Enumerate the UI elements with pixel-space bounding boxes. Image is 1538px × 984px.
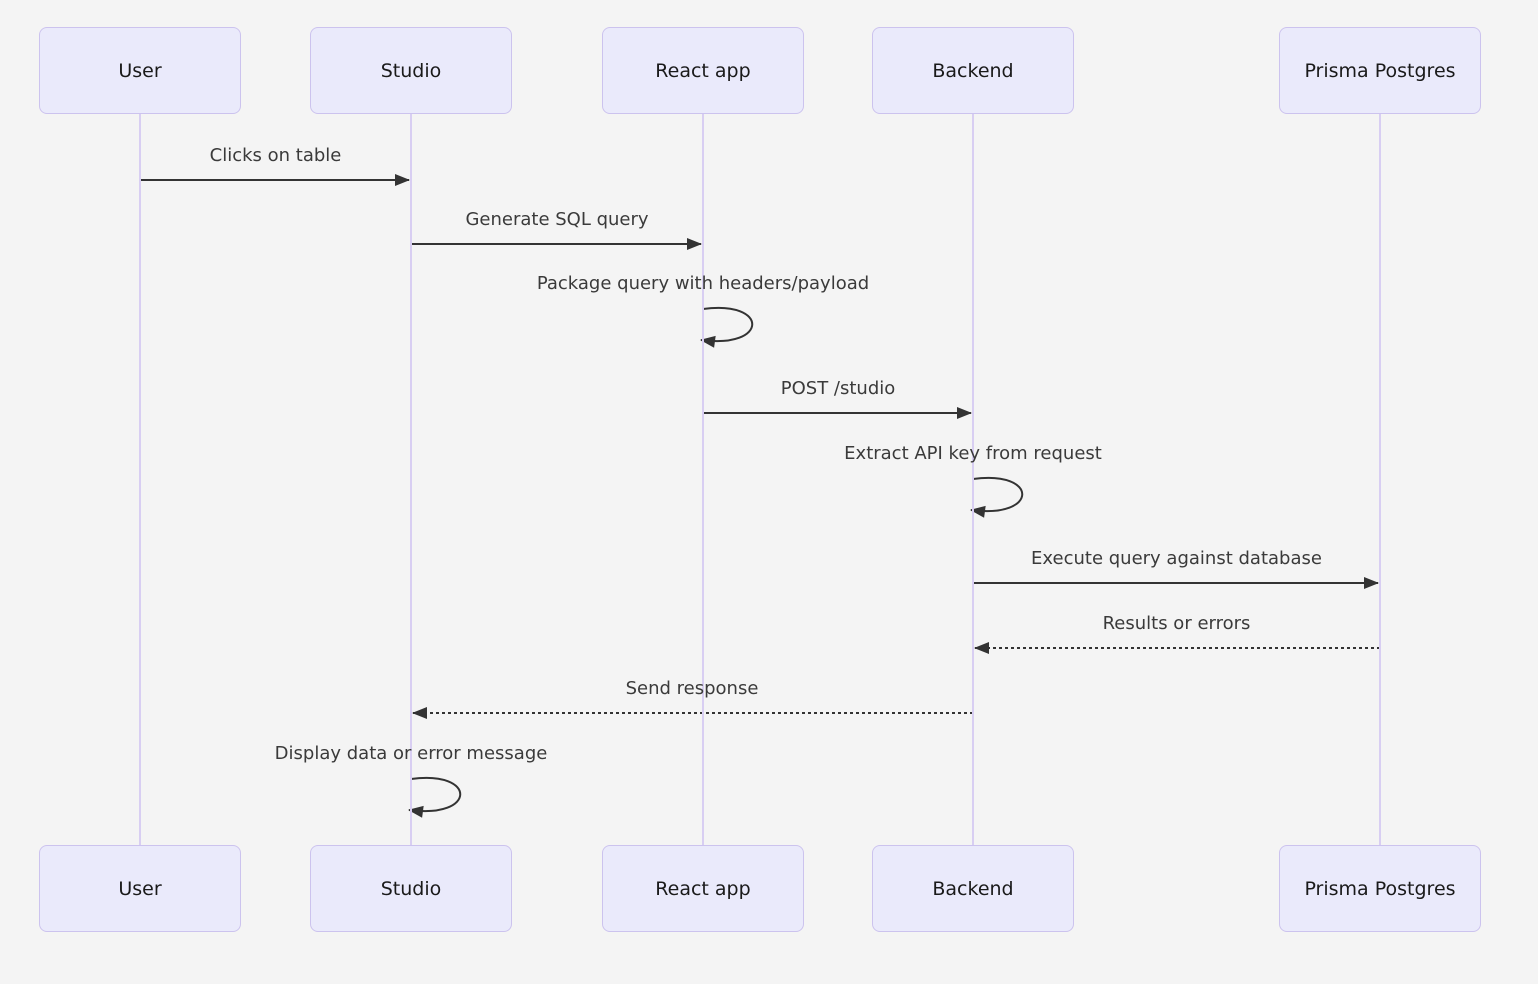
message-arrows xyxy=(140,174,1380,818)
actor-label-backend: Backend xyxy=(932,877,1014,900)
actor-label-user: User xyxy=(118,877,162,900)
actor-box-backend-bottom: Backend xyxy=(872,845,1074,932)
message-label-1: Generate SQL query xyxy=(465,209,649,230)
message-label-4: Extract API key from request xyxy=(844,443,1102,464)
actor-label-user: User xyxy=(118,59,162,82)
actor-label-studio: Studio xyxy=(380,59,442,82)
self-message-arrow-backend xyxy=(970,476,1024,518)
actor-box-prisma-postgres-top: Prisma Postgres xyxy=(1279,27,1481,114)
lifeline-user xyxy=(139,114,141,845)
actor-box-react-app-bottom: React app xyxy=(602,845,804,932)
message-label-2: Package query with headers/payload xyxy=(536,273,870,294)
actor-label-react-app: React app xyxy=(655,877,751,900)
message-label-0: Clicks on table xyxy=(209,145,342,166)
actor-label-studio: Studio xyxy=(380,877,442,900)
lifeline-backend xyxy=(972,114,974,845)
actor-box-react-app-top: React app xyxy=(602,27,804,114)
self-message-arrow-studio xyxy=(408,776,462,818)
lifeline-prisma-postgres xyxy=(1379,114,1381,845)
actor-label-react-app: React app xyxy=(655,59,751,82)
actor-box-backend-top: Backend xyxy=(872,27,1074,114)
message-label-5: Execute query against database xyxy=(1031,548,1322,569)
actor-box-prisma-postgres-bottom: Prisma Postgres xyxy=(1279,845,1481,932)
actor-box-user-top: User xyxy=(39,27,241,114)
message-label-8: Display data or error message xyxy=(274,743,548,764)
actor-box-studio-top: Studio xyxy=(310,27,512,114)
message-label-7: Send response xyxy=(625,678,759,699)
actor-box-studio-bottom: Studio xyxy=(310,845,512,932)
lifeline-react-app xyxy=(702,114,704,845)
actor-label-backend: Backend xyxy=(932,59,1014,82)
actor-box-user-bottom: User xyxy=(39,845,241,932)
message-label-6: Results or errors xyxy=(1102,613,1251,634)
lifeline-studio xyxy=(410,114,412,845)
actor-label-prisma-postgres: Prisma Postgres xyxy=(1304,59,1456,82)
self-message-arrow-react-app xyxy=(700,306,754,348)
message-label-3: POST /studio xyxy=(780,378,896,399)
actor-label-prisma-postgres: Prisma Postgres xyxy=(1304,877,1456,900)
